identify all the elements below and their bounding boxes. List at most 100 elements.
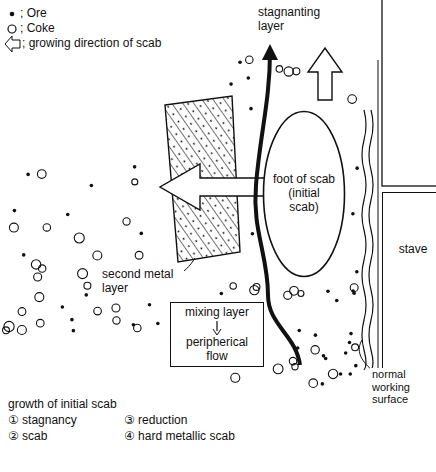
ore-particle — [344, 351, 348, 355]
ore-particle — [133, 165, 137, 169]
coke-sample — [8, 25, 16, 33]
coke-particle — [113, 317, 120, 324]
coke-particle — [276, 66, 283, 73]
ore-particle — [132, 323, 136, 327]
scab-oval: foot of scab (initial scab) — [262, 110, 346, 278]
coke-particle — [18, 308, 26, 316]
ore-particle — [247, 76, 251, 80]
coke-particle — [231, 373, 240, 382]
ore-particle — [139, 232, 143, 236]
coke-particle — [284, 67, 293, 76]
growth-sample — [5, 36, 20, 52]
node-text: foot of scab (initial scab) — [272, 173, 336, 214]
coke-particle — [74, 233, 84, 243]
ore-particle — [348, 341, 352, 345]
ore-particle — [351, 212, 355, 216]
legend-entry: ; growing direction of scab — [22, 37, 161, 51]
coke-particle — [9, 223, 18, 232]
ore-particle — [251, 232, 255, 236]
ore-particle — [354, 364, 358, 368]
ore-particle — [326, 290, 330, 294]
ore-particle — [296, 346, 300, 350]
coke-particle — [309, 379, 318, 388]
legend-text: ; Coke — [20, 22, 55, 36]
legend-text: ; growing direction of scab — [22, 37, 161, 51]
coke-particle — [230, 283, 236, 289]
coke-particle — [292, 364, 298, 370]
ore-particle — [238, 60, 242, 64]
ore-particle — [26, 173, 30, 177]
ore-particle — [148, 303, 152, 307]
coke-particle — [93, 251, 102, 260]
legend-note: ① stagnancy — [6, 414, 79, 428]
node-text: stave — [399, 243, 428, 257]
ore-particle — [339, 372, 343, 376]
ore-particle — [72, 329, 76, 333]
ore-particle — [314, 333, 318, 337]
arrow-head — [213, 329, 221, 335]
coke-particle — [284, 291, 292, 299]
coke-particle — [112, 304, 120, 312]
part-label: second metal layer — [100, 268, 184, 296]
ore-particle — [355, 166, 359, 170]
ore-particle — [66, 213, 70, 217]
coke-particle — [350, 284, 358, 292]
stave-panel — [382, 0, 436, 186]
note-heading: growth of initial scab — [6, 398, 119, 412]
ore-particle — [61, 305, 65, 309]
flow-box: mixing layer peripherical flow — [170, 302, 264, 367]
coke-particle — [35, 293, 44, 302]
scab-ellipse — [264, 112, 345, 277]
coke-particle — [31, 260, 40, 269]
ore-particle — [90, 184, 94, 188]
legend-entry: ; Ore — [20, 7, 47, 21]
coke-particle — [123, 218, 130, 225]
legend-entry: ; Coke — [20, 22, 55, 36]
coke-particle — [94, 307, 102, 315]
ore-particle — [324, 357, 328, 361]
coke-particle — [34, 273, 42, 281]
coke-particle — [246, 56, 253, 63]
ore-sample — [10, 12, 15, 17]
coke-particle — [4, 321, 14, 331]
burden-particles — [3, 56, 359, 387]
part-label: normal working surface — [370, 368, 436, 406]
ore-particle — [220, 292, 224, 296]
coke-particle — [135, 251, 143, 259]
ore-particle — [22, 253, 26, 257]
node-text: peripherical flow — [175, 336, 259, 364]
coke-particle — [328, 369, 337, 378]
leader-line — [359, 340, 372, 370]
working-surface-line — [362, 110, 366, 370]
working-surface-line — [369, 110, 373, 370]
coke-particle — [38, 265, 45, 272]
down-arrow — [211, 320, 223, 336]
growth-arrow — [308, 48, 342, 100]
coke-particle — [17, 326, 26, 335]
ore-particle — [84, 293, 88, 297]
arrow-shaft — [216, 321, 217, 331]
node-text: mixing layer — [185, 306, 249, 320]
coke-particle — [293, 68, 300, 75]
ore-particle — [348, 372, 352, 376]
part-label: stagnanting layer — [256, 6, 340, 34]
coke-particle — [250, 285, 259, 294]
legend-text: ; Ore — [20, 7, 47, 21]
stave-face — [378, 60, 379, 400]
coke-particle — [132, 179, 138, 185]
coke-particle — [273, 364, 283, 374]
legend-note: ② scab — [6, 430, 49, 444]
coke-particle — [298, 291, 304, 297]
coke-particle — [43, 224, 50, 231]
ore-particle — [156, 322, 160, 326]
coke-particle — [352, 344, 359, 351]
coke-particle — [348, 95, 357, 104]
ore-particle — [229, 82, 233, 86]
ore-particle — [70, 318, 74, 322]
coke-particle — [36, 319, 44, 327]
ore-particle — [249, 107, 253, 111]
growth-arrow — [160, 164, 266, 210]
coke-particle — [37, 170, 46, 179]
ore-particle — [349, 332, 353, 336]
